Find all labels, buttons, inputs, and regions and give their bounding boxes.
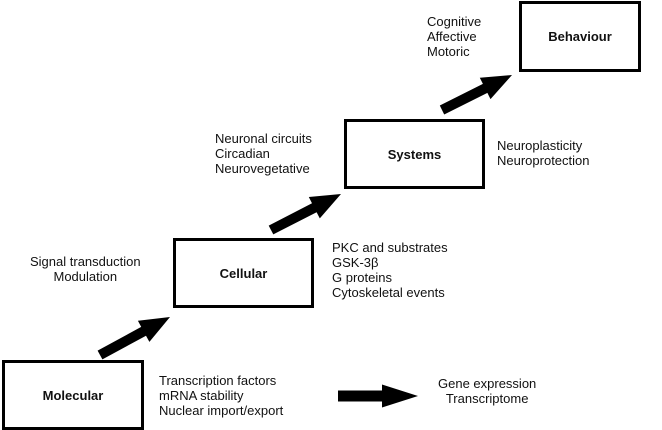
detail-item: G proteins bbox=[332, 270, 392, 285]
cellular-details: PKC and substrates GSK-3β G proteins Cyt… bbox=[332, 240, 448, 300]
arrow-to-gene-expression bbox=[338, 384, 418, 408]
cellular-box: Cellular bbox=[173, 238, 314, 308]
detail-item: Cytoskeletal events bbox=[332, 285, 445, 300]
transition-label: Motoric bbox=[427, 44, 470, 59]
detail-item: Neuroplasticity bbox=[497, 138, 583, 153]
detail-item: Neuroprotection bbox=[497, 153, 590, 168]
detail-item: GSK-3β bbox=[332, 255, 379, 270]
transition-label: Affective bbox=[427, 29, 477, 44]
molecular-label: Molecular bbox=[42, 387, 104, 403]
molecular-to-cellular-labels: Signal transduction Modulation bbox=[30, 254, 141, 284]
systems-box: Systems bbox=[344, 119, 485, 189]
molecular-box: Molecular bbox=[2, 360, 144, 430]
cellular-to-systems-labels: Neuronal circuits Circadian Neurovegetat… bbox=[215, 131, 312, 176]
transition-label: Neurovegetative bbox=[215, 161, 310, 176]
transition-label: Neuronal circuits bbox=[215, 131, 312, 146]
behaviour-box: Behaviour bbox=[519, 1, 641, 72]
systems-to-behaviour-labels: Cognitive Affective Motoric bbox=[427, 14, 481, 59]
systems-details: Neuroplasticity Neuroprotection bbox=[497, 138, 590, 168]
detail-item: Nuclear import/export bbox=[159, 403, 284, 418]
behaviour-label: Behaviour bbox=[548, 29, 612, 44]
output-label: Gene expression bbox=[438, 376, 537, 391]
transition-label: Modulation bbox=[53, 269, 118, 284]
output-labels: Gene expression Transcriptome bbox=[438, 376, 536, 406]
output-label: Transcriptome bbox=[445, 391, 529, 406]
detail-item: mRNA stability bbox=[159, 388, 244, 403]
transition-label: Circadian bbox=[215, 146, 270, 161]
detail-item: PKC and substrates bbox=[332, 240, 448, 255]
transition-label: Signal transduction bbox=[30, 254, 141, 269]
arrow-cellular-to-systems bbox=[268, 194, 341, 235]
cellular-label: Cellular bbox=[219, 265, 268, 281]
detail-item: Transcription factors bbox=[159, 373, 277, 388]
systems-label: Systems bbox=[387, 146, 442, 162]
transition-label: Cognitive bbox=[427, 14, 482, 29]
arrow-molecular-to-cellular bbox=[97, 317, 170, 360]
arrow-systems-to-behaviour bbox=[439, 75, 512, 115]
molecular-details: Transcription factors mRNA stability Nuc… bbox=[159, 373, 283, 418]
